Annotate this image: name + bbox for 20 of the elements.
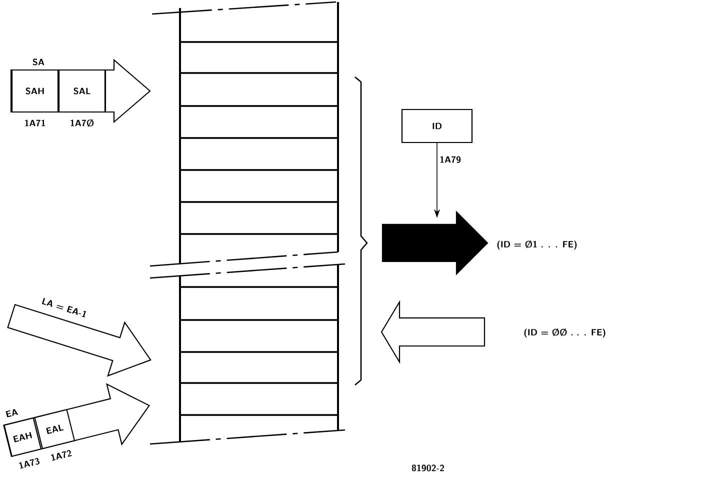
block-arrow [105,58,151,124]
note-text: (ID = ØØ . . . FE) [524,328,606,338]
note-text: 81902-2 [412,464,444,472]
note-text: (ID = Ø1 . . . FE) [497,240,577,250]
block-arrow [380,300,486,364]
address-label: 1A7Ø [70,119,94,127]
edge-label: 1A79 [440,156,461,163]
address-label: 1A72 [50,450,72,461]
register-name: EA [6,409,18,418]
address-label: 1A73 [18,458,40,469]
edge-label: LA = EA-1 [42,298,86,318]
register-name: SA [32,58,44,66]
address-label: 1A71 [24,120,46,126]
ladder-drawing [150,1,368,445]
label-box: ID [401,108,473,144]
block-arrow [66,383,150,446]
register-cell: SAL [58,69,106,113]
register-cell: EAH [4,417,42,457]
block-arrow [382,210,488,276]
register-cell: SAH [11,69,59,113]
